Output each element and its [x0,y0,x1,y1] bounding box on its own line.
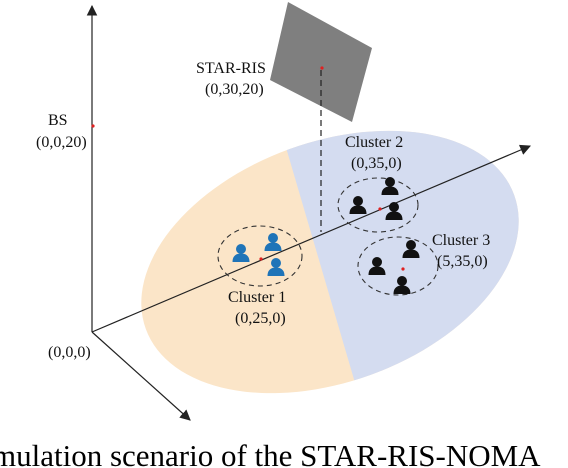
star-ris-label: STAR-RIS [196,60,266,77]
origin-coord: (0,0,0) [48,344,91,361]
cluster2-coord: (0,35,0) [351,155,402,172]
figure-caption: mulation scenario of the STAR-RIS-NOMA [0,438,541,468]
cluster3-coord: (5,35,0) [437,253,488,270]
bs-marker [91,124,95,128]
star-ris-panel [270,2,372,122]
cluster1-coord: (0,25,0) [235,310,286,327]
cluster3-label: Cluster 3 [432,232,490,249]
cluster3-boundary [357,236,439,296]
bs-label: BS [48,112,68,129]
cluster1-boundary [217,225,303,287]
x-axis [91,331,191,421]
cluster1-marker [259,257,263,261]
cluster2-boundary [337,177,419,233]
star-ris-coord: (0,30,20) [205,81,264,98]
position-markers [91,66,405,271]
cluster1-label: Cluster 1 [228,289,286,306]
bs-coord: (0,0,20) [36,134,87,151]
star-ris-marker [320,66,324,70]
cluster2-label: Cluster 2 [345,134,403,151]
y-axis [91,144,531,333]
cluster2-marker [378,207,382,211]
transmission-region [275,82,556,442]
cluster3-marker [401,267,405,271]
